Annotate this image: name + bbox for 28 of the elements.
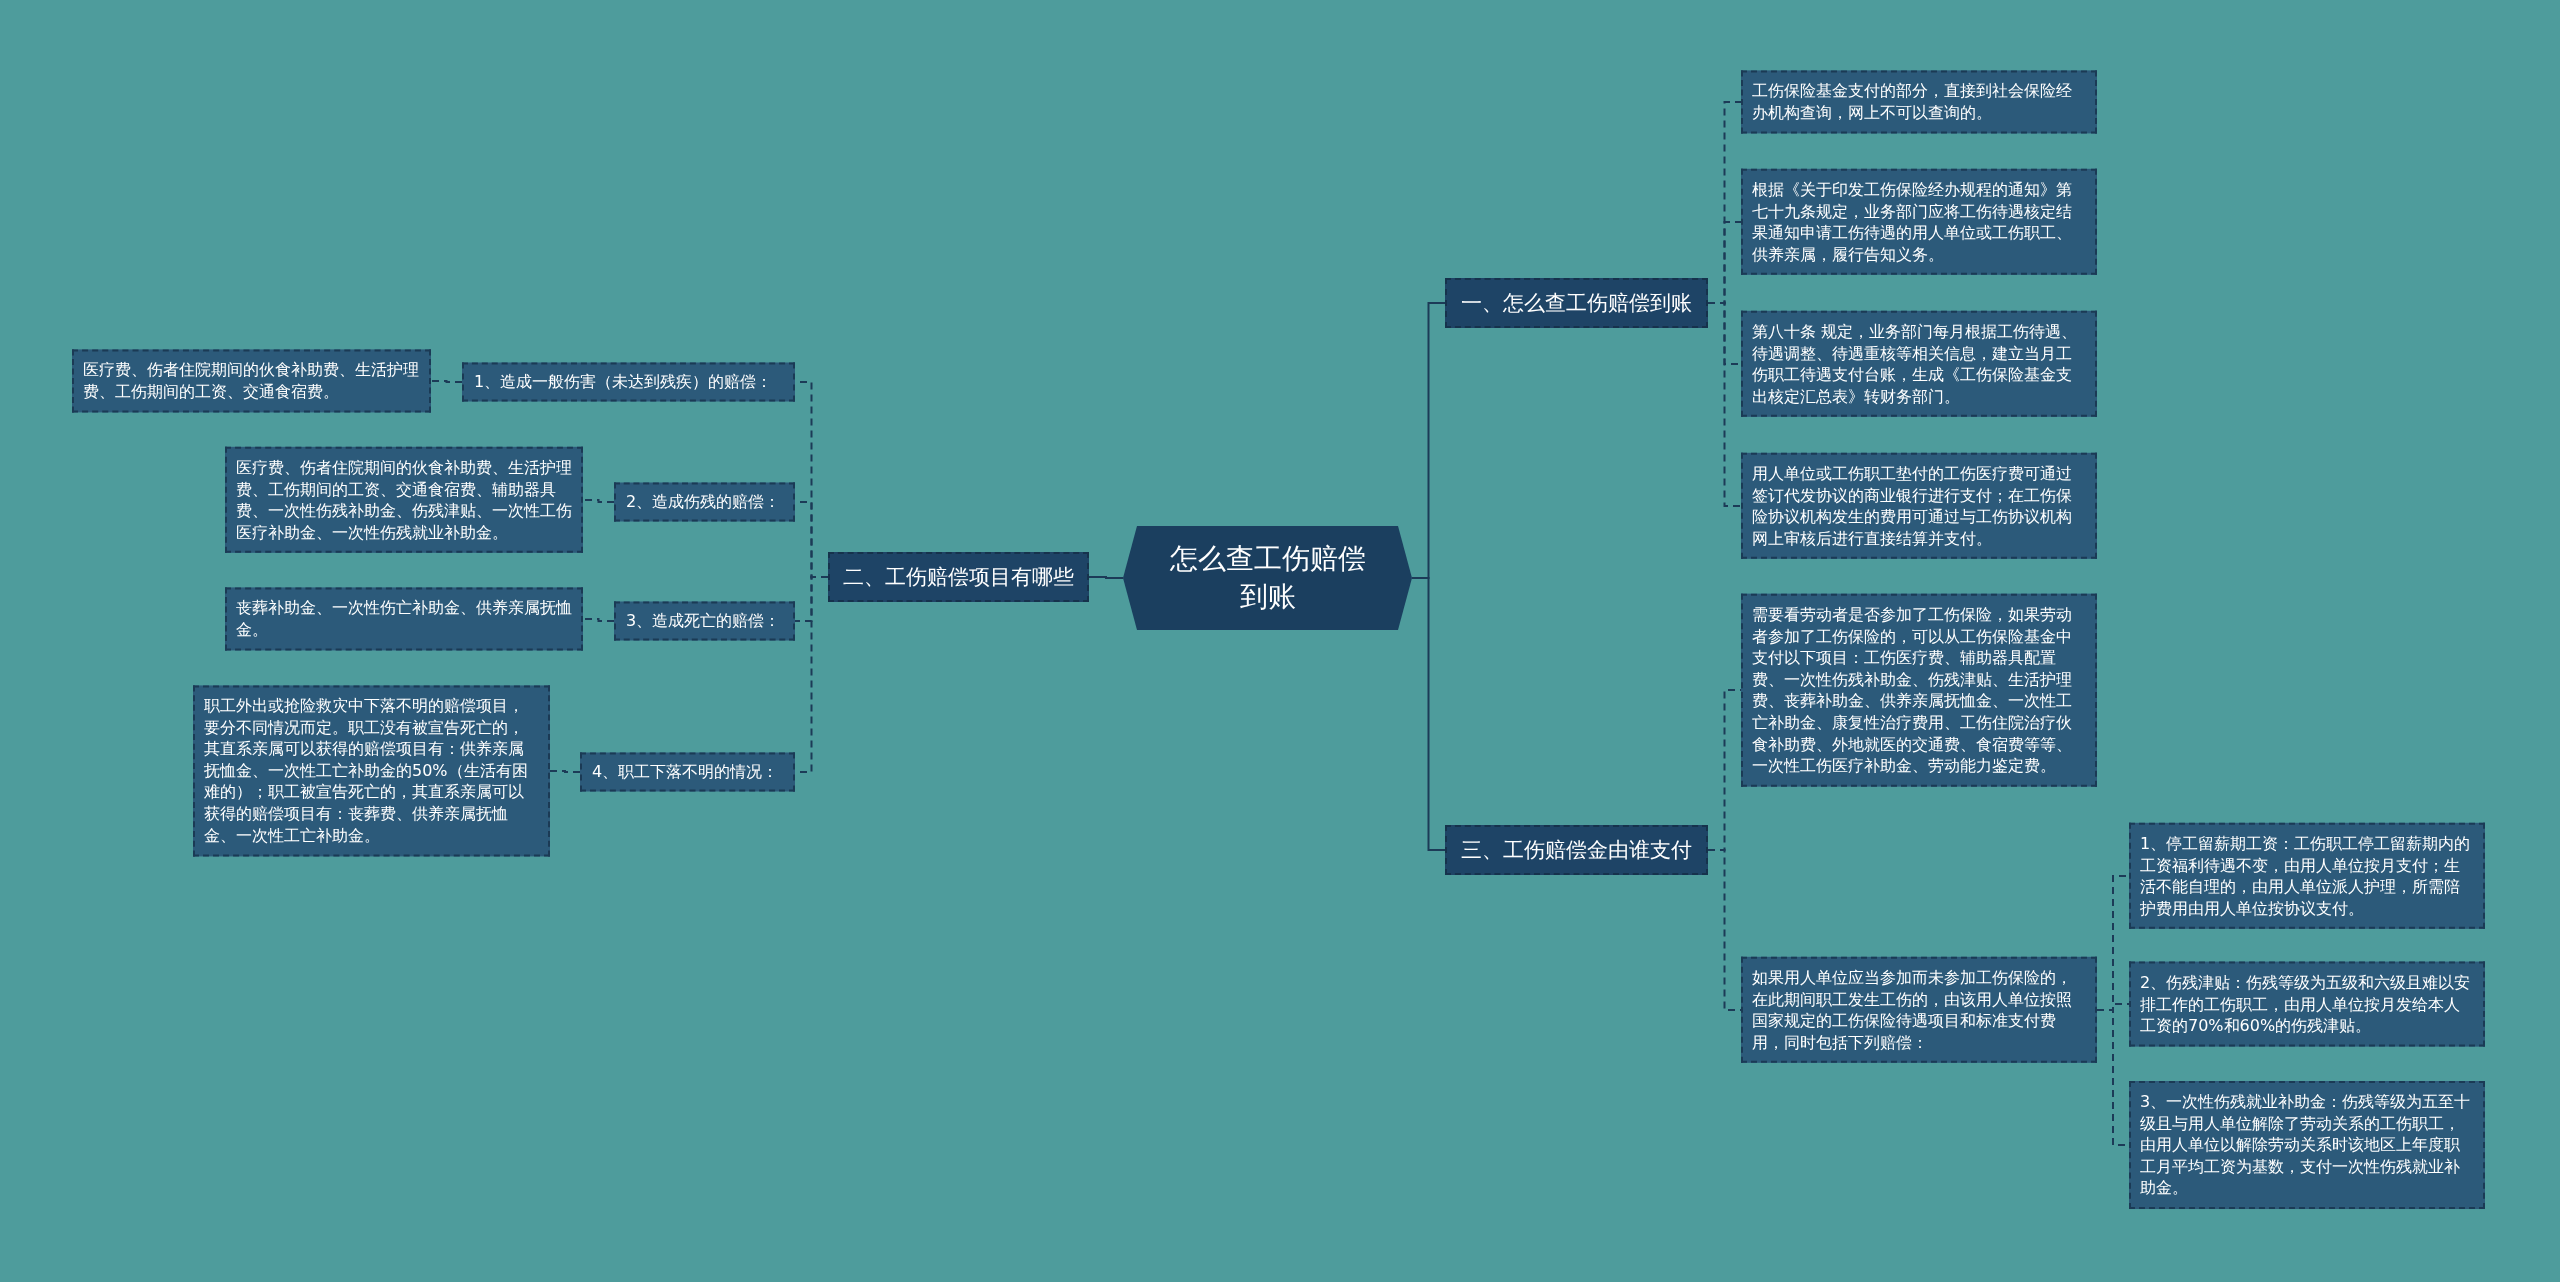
topic-box: 二、工伤赔偿项目有哪些: [828, 552, 1089, 602]
connector-line: [582, 618, 615, 622]
connector-line: [430, 380, 463, 383]
note-box: 职工外出或抢险救灾中下落不明的赔偿项目，要分不同情况而定。职工没有被宣告死亡的，其直系亲属可以获得的赔偿项目有：供养亲属抚恤金、一次性工亡补助金的50%（生活有困难的）；职工被宣告死亡的，其直系亲属可以获得的赔偿项目有：丧葬费、供养亲属抚恤金、一次性工亡补助金。: [193, 685, 550, 857]
subtopic-box: 3、造成死亡的赔偿：: [614, 601, 795, 641]
note-box: 3、一次性伤残就业补助金：伤残等级为五至十级且与用人单位解除了劳动关系的工伤职工，由用人单位以解除劳动关系时该地区上年度职工月平均工资为基数，支付一次性伤残就业补助金。: [2129, 1081, 2485, 1209]
topic-box: 一、怎么查工伤赔偿到账: [1445, 278, 1708, 328]
connector-line: [1411, 577, 1446, 851]
note-box: 根据《关于印发工伤保险经办规程的通知》第七十九条规定，业务部门应将工伤待遇核定结果通知申请工伤待遇的用人单位或工伤职工、供养亲属，履行告知义务。: [1741, 168, 2097, 276]
note-box: 用人单位或工伤职工垫付的工伤医疗费可通过签订代发协议的商业银行进行支付；在工伤保险协议机构发生的费用可通过与工伤协议机构网上审核后进行直接结算并支付。: [1741, 452, 2097, 560]
connector-line: [1707, 302, 1742, 507]
note-box: 工伤保险基金支付的部分，直接到社会保险经办机构查询，网上不可以查询的。: [1741, 70, 2097, 134]
subtopic-box: 1、造成一般伤害（未达到残疾）的赔偿：: [462, 362, 795, 402]
connector-line: [1088, 576, 1124, 579]
connector-line: [549, 770, 581, 773]
note-box: 医疗费、伤者住院期间的伙食补助费、生活护理费、工伤期间的工资、交通食宿费。: [72, 349, 431, 413]
note-box: 第八十条 规定，业务部门每月根据工伤待遇、待遇调整、待遇重核等相关信息，建立当月工伤职工待遇支付台账，生成《工伤保险基金支出核定汇总表》转财务部门。: [1741, 310, 2097, 418]
note-box: 丧葬补助金、一次性伤亡补助金、供养亲属抚恤金。: [225, 587, 583, 651]
note-box: 如果用人单位应当参加而未参加工伤保险的，在此期间职工发生工伤的，由该用人单位按照国家规定的工伤保险待遇项目和标准支付费用，同时包括下列赔偿：: [1741, 956, 2097, 1064]
topic-box: 三、工伤赔偿金由谁支付: [1445, 825, 1708, 875]
note-box: 2、伤残津贴：伤残等级为五级和六级且难以安排工作的工伤职工，由用人单位按月发给本人工资的70%和60%的伤残津贴。: [2129, 961, 2485, 1047]
note-box: 1、停工留薪期工资：工伤职工停工留薪期内的工资福利待遇不变，由用人单位按月支付；生活不能自理的，由用人单位派人护理，所需陪护费用由用人单位按协议支付。: [2129, 822, 2485, 930]
connector-line: [582, 499, 615, 503]
note-box: 需要看劳动者是否参加了工伤保险，如果劳动者参加了工伤保险的，可以从工伤保险基金中支付以下项目：工伤医疗费、辅助器具配置费、一次性伤残补助金、伤残津贴、生活护理费、丧葬补助金、供养亲属抚恤金、一次性工亡补助金、康复性治疗费用、工伤住院治疗伙食补助费、外地就医的交通费、食宿费等等、一次性工伤医疗补助金、劳动能力鉴定费。: [1741, 593, 2097, 787]
central-topic: 怎么查工伤赔偿到账: [1123, 526, 1412, 630]
note-box: 医疗费、伤者住院期间的伙食补助费、生活护理费、工伤期间的工资、交通食宿费、辅助器具费、一次性伤残补助金、伤残津贴、一次性工伤医疗补助金、一次性伤残就业补助金。: [225, 446, 583, 554]
subtopic-box: 4、职工下落不明的情况：: [580, 752, 795, 792]
subtopic-box: 2、造成伤残的赔偿：: [614, 482, 795, 522]
